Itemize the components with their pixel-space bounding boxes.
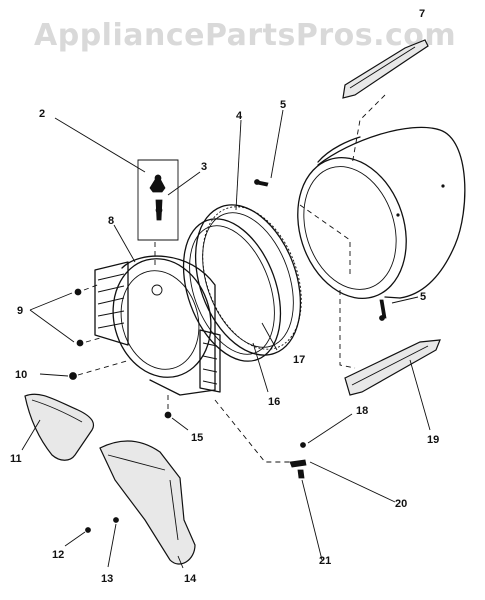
part-12-screw [85, 527, 91, 533]
part-19-lower-seal [344, 339, 441, 396]
callout-10: 10 [15, 369, 27, 381]
callout-21: 21 [319, 555, 331, 567]
watermark-text: AppliancePartsPros.com [34, 18, 456, 53]
callout-18: 18 [356, 405, 368, 417]
callout-8: 8 [108, 215, 114, 227]
callout-17: 17 [293, 354, 305, 366]
part-11-trim [24, 393, 95, 461]
part-9-screws [74, 288, 84, 347]
part-2-thermostat-box [137, 159, 179, 241]
callout-11: 11 [10, 453, 22, 465]
callout-7: 7 [419, 8, 425, 20]
callout-19: 19 [427, 434, 439, 446]
part-18-pin [300, 442, 306, 448]
callout-4: 4 [236, 110, 243, 122]
callout-15: 15 [191, 432, 203, 444]
part-16-front-seal-ring [182, 218, 282, 362]
part-8-front-bulkhead [94, 255, 221, 396]
part-3-sensor [149, 174, 166, 221]
part-5-screw-lower [379, 299, 387, 321]
part-7-top-seal [342, 39, 429, 99]
callout-14: 14 [184, 573, 197, 585]
callout-9: 9 [17, 305, 23, 317]
part-4-felt-seal [194, 204, 302, 356]
callout-16: 16 [268, 396, 280, 408]
callout-2: 2 [39, 108, 45, 120]
part-5-screw-upper [254, 179, 269, 187]
part-13-screw [113, 517, 119, 523]
callout-13: 13 [101, 573, 113, 585]
dryer-drum [297, 126, 466, 299]
callout-5-upper: 5 [280, 99, 286, 111]
callout-3: 3 [201, 161, 207, 173]
part-14-lower-panel [99, 440, 196, 565]
part-20-clip [289, 459, 307, 468]
callout-20: 20 [395, 498, 407, 510]
part-21-spring [297, 469, 305, 479]
callout-5-lower: 5 [420, 291, 426, 303]
callout-12: 12 [52, 549, 64, 561]
part-10-nut [69, 372, 77, 380]
part-15-screw [164, 411, 172, 419]
